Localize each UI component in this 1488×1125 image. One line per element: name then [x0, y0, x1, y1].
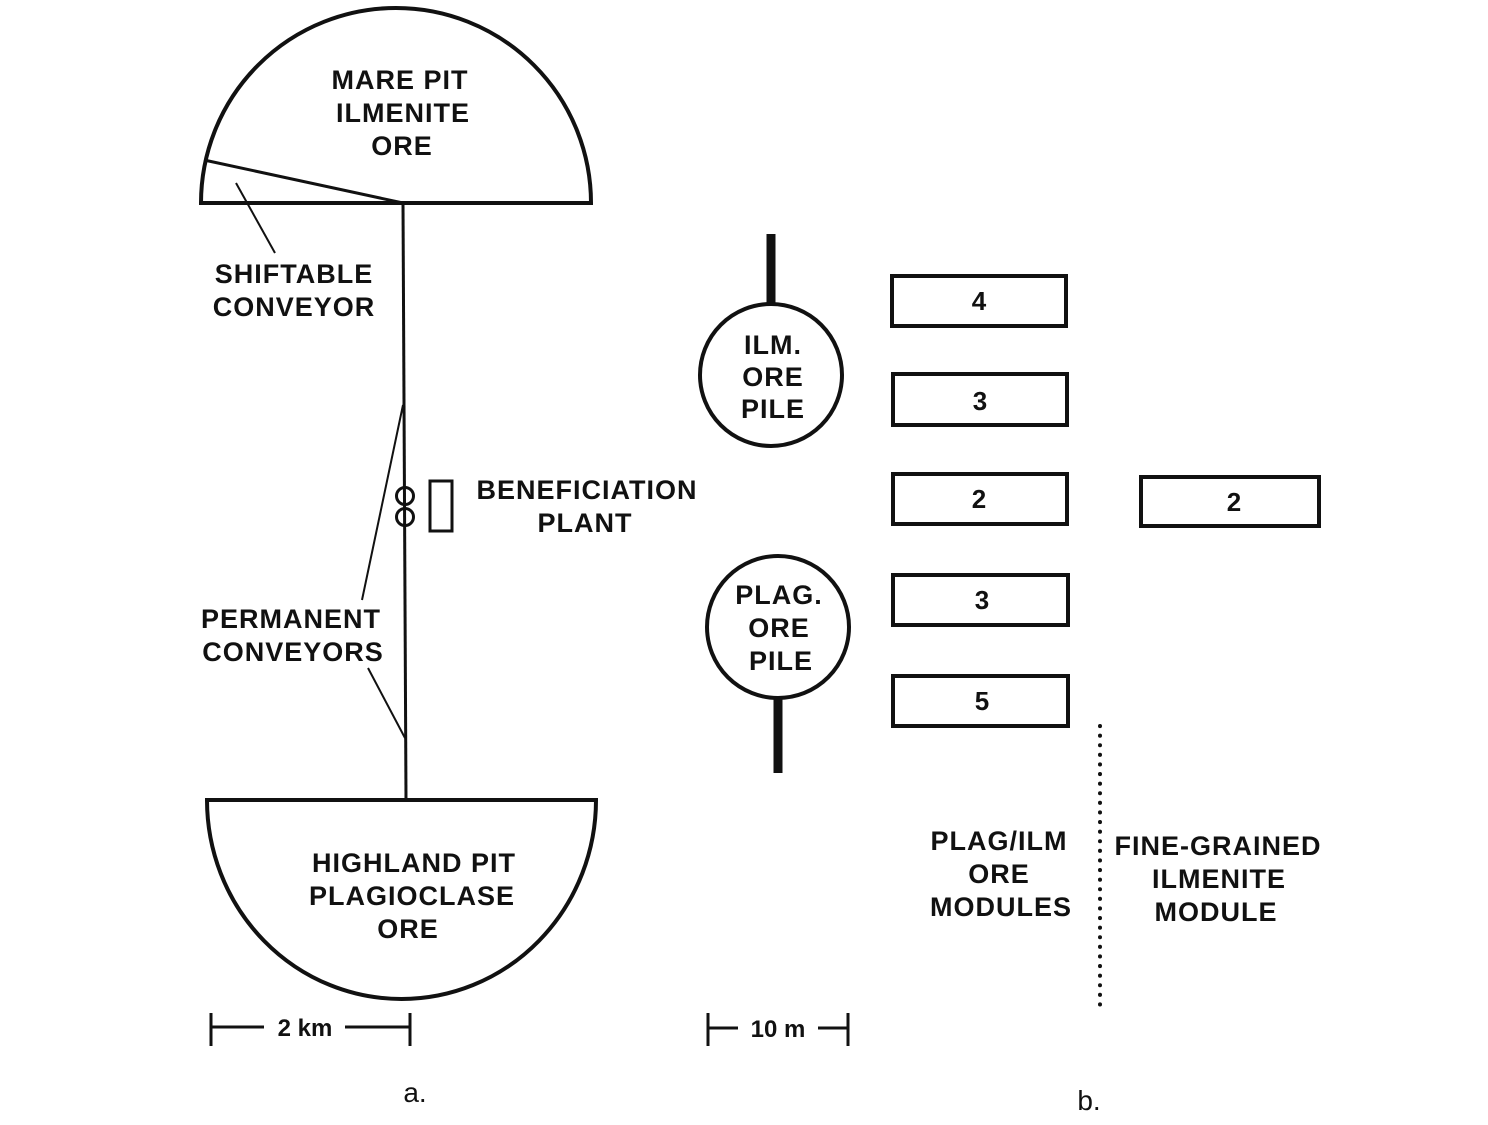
beneficiation-plant-label-line1: BENEFICIATION	[477, 475, 698, 505]
permanent-conveyors-label-line1: PERMANENT	[201, 604, 381, 634]
module-number-2: 3	[973, 386, 987, 416]
panel-a: MARE PIT ILMENITE ORE SHIFTABLE CONVEYOR…	[198, 6, 698, 1108]
scale-bar-10m: 10 m	[706, 1013, 850, 1046]
permanent-conveyors-label-line2: CONVEYORS	[202, 637, 384, 667]
fine-grained-module-number: 2	[1227, 487, 1241, 517]
plag-ore-pile-label-line2: ORE	[748, 613, 810, 643]
module-number-1: 4	[972, 286, 987, 316]
beneficiation-plant-building	[428, 479, 454, 533]
shiftable-conveyor-leader	[235, 182, 276, 254]
module-number-5: 5	[975, 686, 989, 716]
beneficiation-plant-circle-upper	[395, 486, 415, 506]
shiftable-conveyor-label-line1: SHIFTABLE	[215, 259, 374, 289]
plag-ore-pile-label-line1: PLAG.	[735, 580, 823, 610]
permanent-conveyor-main-line	[401, 202, 408, 801]
highland-pit-label-line1: HIGHLAND PIT	[312, 848, 516, 878]
plag-ilm-modules-label-line2: ORE	[968, 859, 1030, 889]
module-number-3: 2	[972, 484, 986, 514]
shiftable-conveyor-line	[203, 158, 404, 205]
shiftable-conveyor-label-line2: CONVEYOR	[213, 292, 376, 322]
mare-pit-label-line2: ILMENITE	[336, 98, 470, 128]
plag-ore-pile-label-line3: PILE	[749, 646, 813, 676]
scale-bar-2km: 2 km	[209, 1013, 412, 1046]
ilm-ore-pile-label-line2: ORE	[742, 362, 804, 392]
module-number-4: 3	[975, 585, 989, 615]
module-box-3: 2	[891, 472, 1069, 526]
panel-a-label: a.	[403, 1077, 426, 1108]
plag-ilm-modules-label-line1: PLAG/ILM	[931, 826, 1068, 856]
panel-b: ILM. ORE PILE PLAG. ORE PILE 4 3 2 3 5	[698, 234, 1322, 1116]
permanent-conveyors-leader-upper	[361, 404, 404, 601]
highland-pit-outline	[204, 798, 599, 1001]
scale-bar-2km-label: 2 km	[278, 1015, 333, 1042]
module-box-5: 5	[891, 674, 1070, 728]
fine-grained-label-line1: FINE-GRAINED	[1115, 831, 1322, 861]
module-box-4: 3	[891, 573, 1070, 627]
ilm-ore-pile-label-line1: ILM.	[744, 330, 802, 360]
beneficiation-plant-circle-lower	[395, 507, 415, 527]
module-box-1: 4	[890, 274, 1068, 328]
plag-ilm-modules-label-line3: MODULES	[930, 892, 1072, 922]
fine-grained-label-line3: MODULE	[1155, 897, 1278, 927]
beneficiation-plant-label-line2: PLANT	[538, 508, 633, 538]
highland-pit-label-line2: PLAGIOCLASE	[309, 881, 515, 911]
panel-b-label: b.	[1077, 1085, 1100, 1116]
highland-pit-label-line3: ORE	[377, 914, 439, 944]
permanent-conveyors-leader-lower	[367, 667, 406, 739]
mare-pit-label-line3: ORE	[371, 131, 433, 161]
fine-grained-module-box: 2	[1139, 475, 1321, 528]
ilm-ore-pile-circle	[698, 302, 844, 448]
module-box-2: 3	[891, 372, 1069, 427]
mare-pit-outline	[198, 6, 594, 205]
mare-pit-label-line1: MARE PIT	[331, 65, 468, 95]
scale-bar-10m-label: 10 m	[751, 1016, 806, 1043]
fine-grained-label-line2: ILMENITE	[1152, 864, 1286, 894]
ilm-ore-pile-label-line3: PILE	[741, 394, 805, 424]
